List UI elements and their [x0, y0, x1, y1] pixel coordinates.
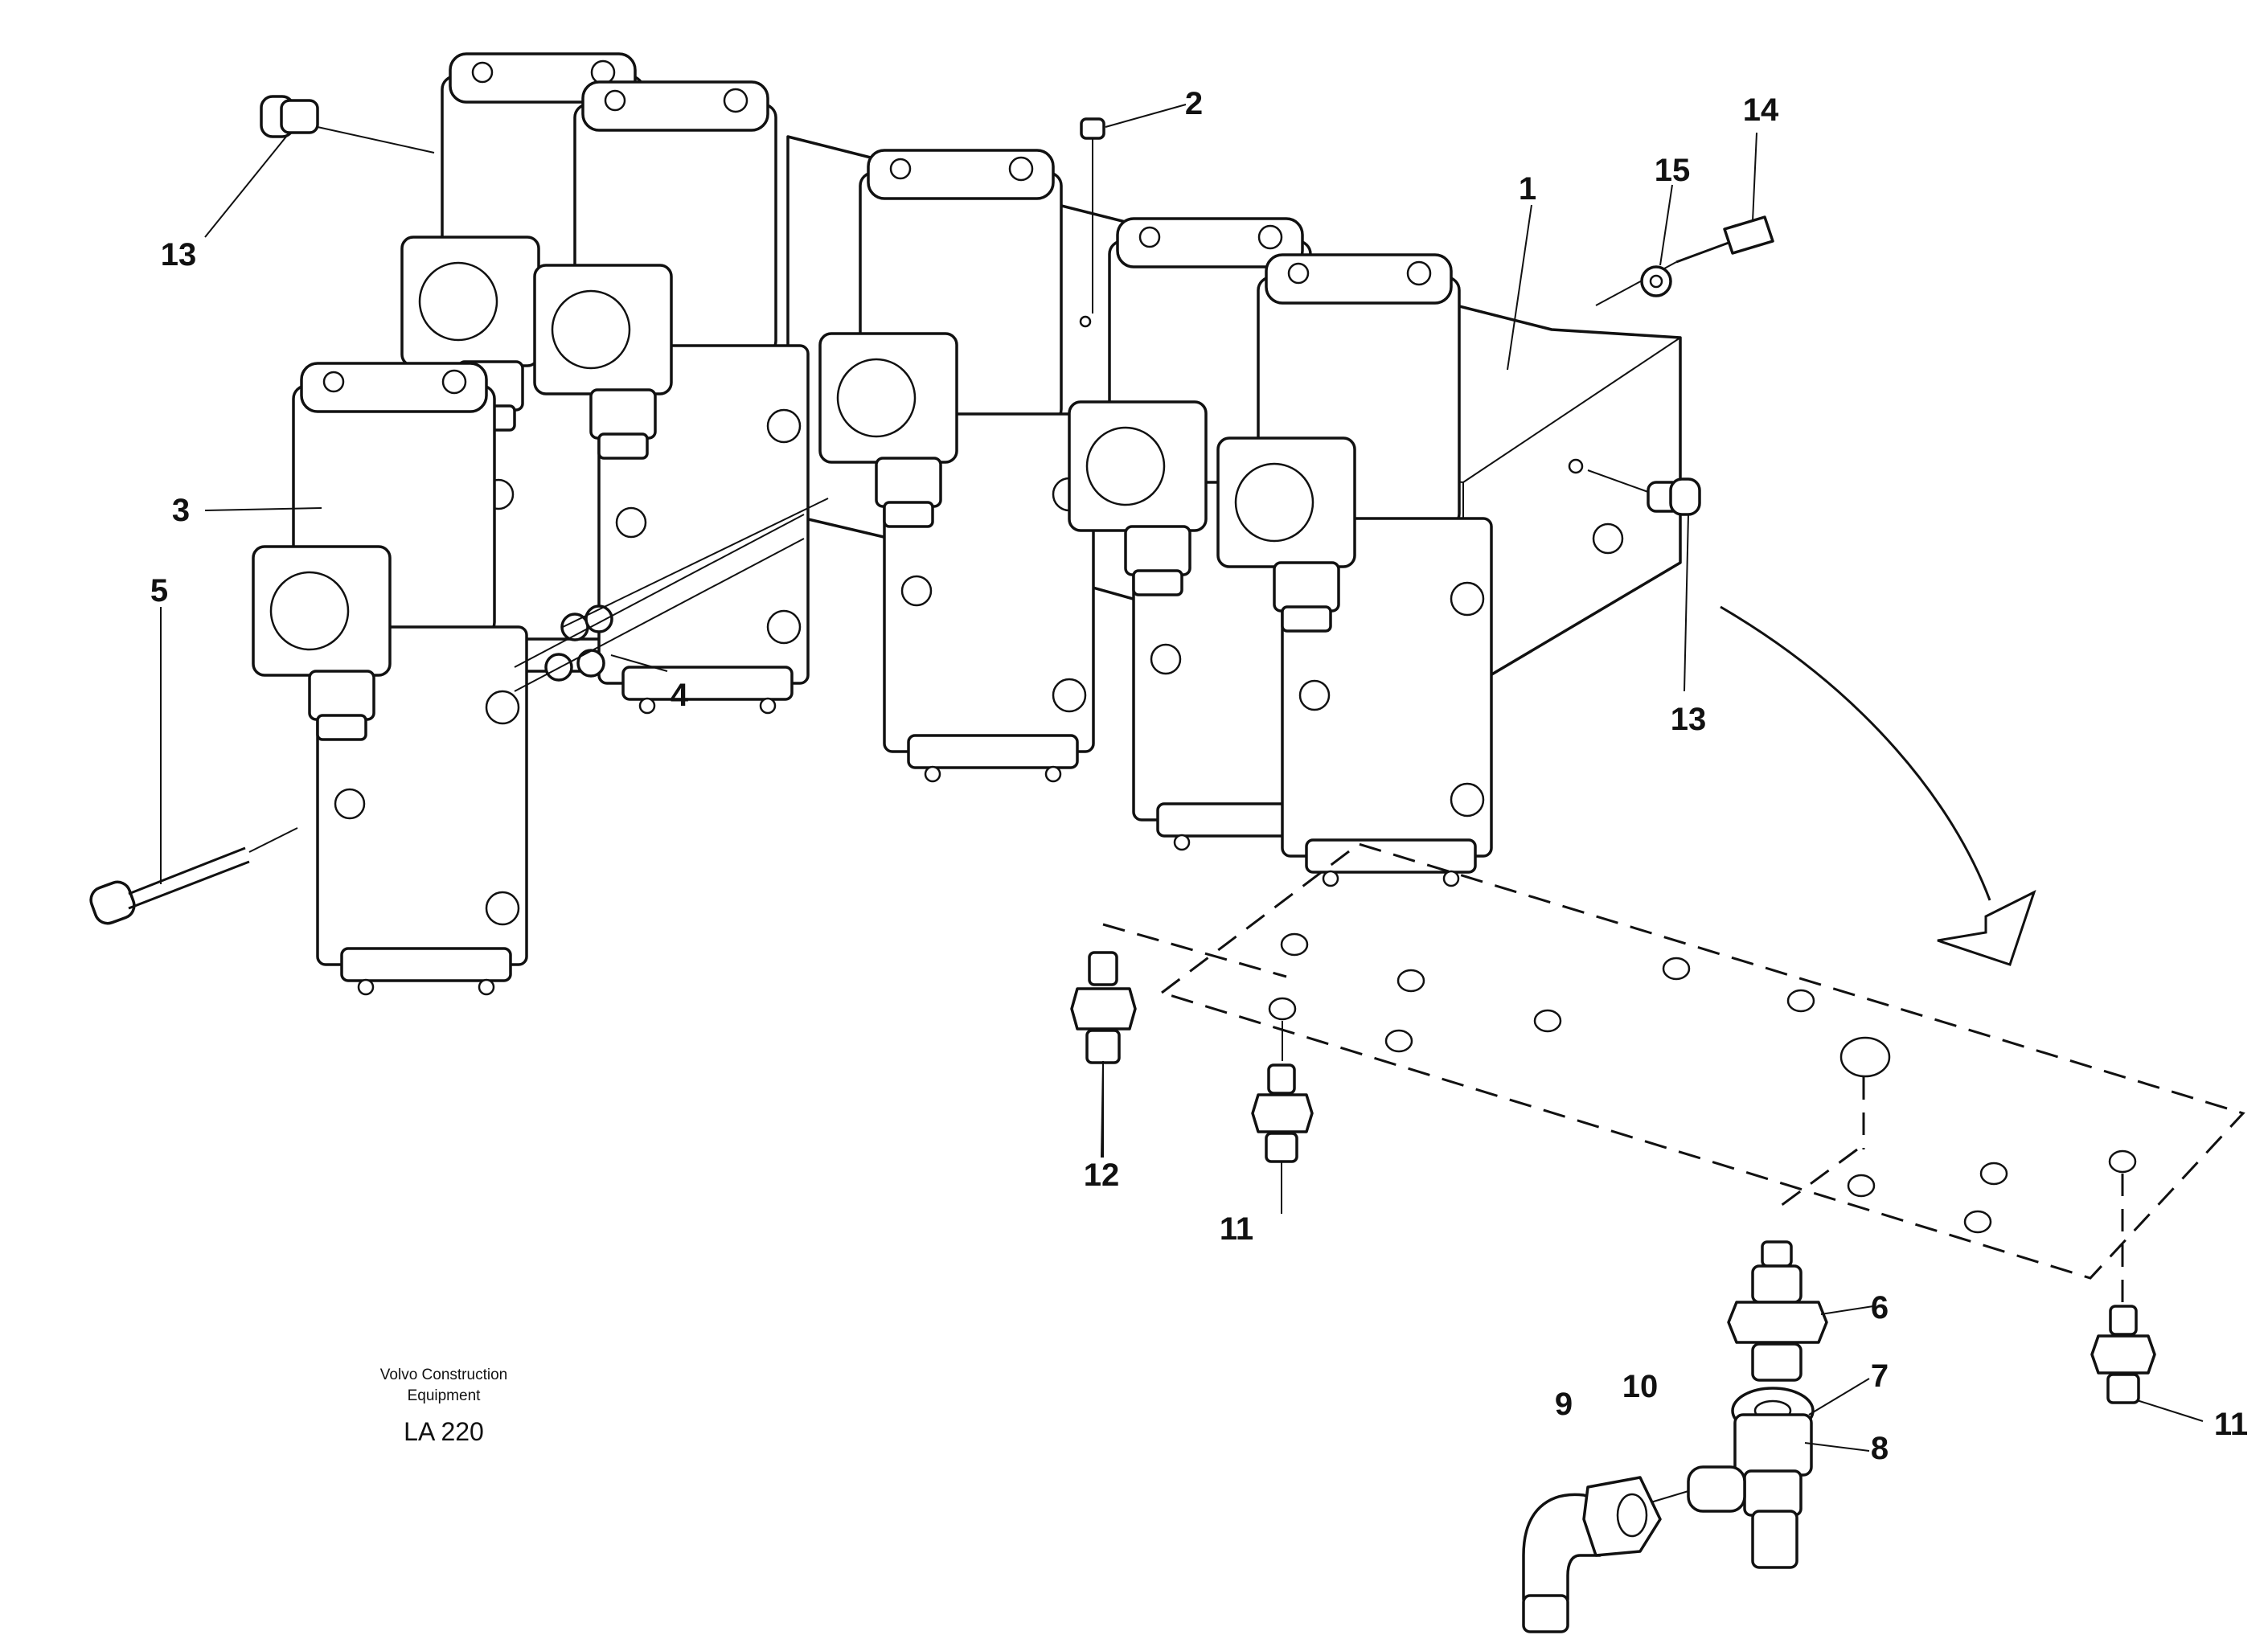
plug-13-right [1587, 469, 1701, 516]
caption-company-line1: Volvo Construction [380, 1367, 507, 1383]
caption-company-line2: Equipment [408, 1387, 482, 1404]
callout-11-right: 11 [2214, 1407, 2248, 1442]
view-arrow [1720, 605, 2036, 966]
pin-2 [1080, 117, 1105, 313]
callout-14: 14 [1743, 92, 1779, 128]
callout-5: 5 [150, 573, 168, 608]
solenoid-valve-front [252, 362, 528, 996]
callout-11-left: 11 [1220, 1211, 1253, 1247]
leader-lines [160, 104, 1757, 1158]
callout-8: 8 [1871, 1431, 1889, 1466]
fitting-6 [1727, 1240, 1874, 1382]
callout-13-right: 13 [1671, 702, 1707, 737]
nut-10 [1582, 1476, 1662, 1557]
underside-plate [1102, 842, 2245, 1302]
callout-1: 1 [1519, 171, 1536, 207]
callout-6: 6 [1871, 1290, 1889, 1326]
screw-5 [89, 827, 298, 925]
callout-15: 15 [1655, 153, 1691, 188]
screw-14 [1595, 215, 1774, 306]
caption-model: LA 220 [404, 1417, 484, 1446]
callout-2: 2 [1185, 86, 1203, 121]
callout-10: 10 [1622, 1369, 1659, 1404]
tee-fitting-7-8 [1731, 1378, 1870, 1569]
o-rings-4 [514, 498, 829, 692]
callout-7: 7 [1871, 1358, 1889, 1394]
callout-3: 3 [172, 493, 190, 528]
callout-4: 4 [671, 678, 689, 713]
plug-13-left [260, 95, 435, 154]
nipple-connector [1647, 1465, 1746, 1513]
fitting-11-right [2090, 1305, 2204, 1422]
caption: Volvo Construction Equipment LA 220 [380, 1367, 507, 1446]
callout-13-left: 13 [161, 237, 197, 272]
callout-labels: 1 2 3 4 5 6 7 8 9 10 11 11 12 13 13 14 1… [150, 86, 2248, 1466]
washer-15 [1640, 265, 1672, 297]
callout-9: 9 [1555, 1387, 1573, 1422]
fitting-11-left [1251, 1063, 1314, 1214]
fitting-12 [1070, 951, 1137, 1158]
callout-12: 12 [1084, 1158, 1120, 1193]
